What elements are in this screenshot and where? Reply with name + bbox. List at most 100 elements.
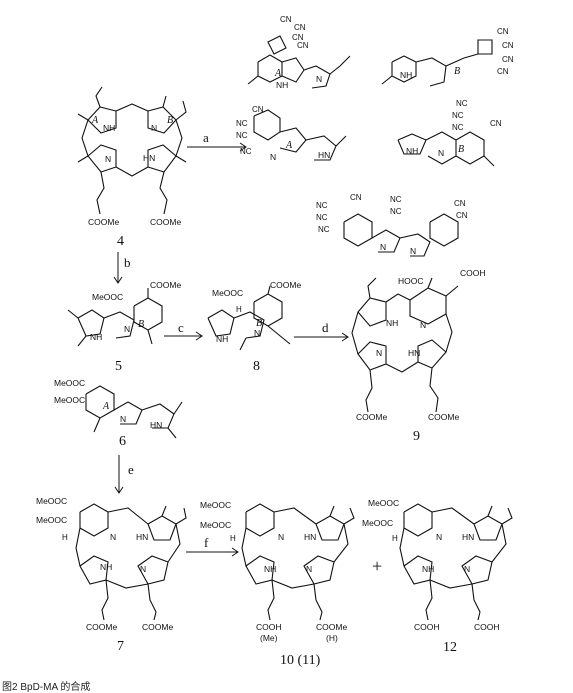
meooc-label: MeOOC xyxy=(200,520,231,530)
ring-label-a: A xyxy=(91,115,99,126)
ring-label-a: A xyxy=(274,68,282,79)
n-label: N xyxy=(120,414,126,424)
hooc-label: HOOC xyxy=(398,276,424,286)
cn-label: CN xyxy=(456,211,468,220)
arrow-step-a xyxy=(187,142,247,152)
n-label: N xyxy=(254,328,260,338)
ring-label-b: B xyxy=(167,115,173,126)
ring-label-b: B xyxy=(458,144,464,155)
compound-number-6: 6 xyxy=(119,434,126,449)
h-label: H xyxy=(230,534,236,543)
nc-label: NC xyxy=(240,147,252,156)
compound-5-structure: MeOOC COOMe B NH N xyxy=(67,280,181,347)
cn-label: CN xyxy=(502,41,514,50)
n-label: N xyxy=(105,154,111,164)
compound-number-9: 7 xyxy=(117,639,124,654)
cn-label: CN xyxy=(292,33,304,42)
cn-label: CN xyxy=(490,119,502,128)
n-label: N xyxy=(380,242,386,252)
coome-label: COOMe xyxy=(316,622,347,632)
coome-label: COOMe xyxy=(88,217,119,227)
nc-label: NC xyxy=(452,123,464,132)
hn-label: HN xyxy=(143,153,155,163)
meooc-label: MeOOC xyxy=(200,500,231,510)
meooc-label: MeOOC xyxy=(54,378,85,388)
cycloadduct-products: CN CN CN CN A NH N CN CN CN CN B NH NC N… xyxy=(236,15,514,257)
meooc-label: MeOOC xyxy=(212,288,243,298)
n-label: N xyxy=(306,564,312,574)
n-label: N xyxy=(270,152,276,162)
meooc-label: MeOOC xyxy=(92,292,123,302)
hn-label: HN xyxy=(136,532,148,542)
cooh-label: COOH xyxy=(256,622,282,632)
ring-label-b: B xyxy=(454,66,460,77)
cn-label: CN xyxy=(502,55,514,64)
meooc-label: MeOOC xyxy=(36,496,67,506)
meooc-label: MeOOC xyxy=(368,498,399,508)
ring-label-b: B xyxy=(138,319,144,330)
h-label: H xyxy=(392,534,398,543)
me-paren-label: (Me) xyxy=(260,633,278,643)
cn-label: CN xyxy=(280,15,292,24)
hn-label: HN xyxy=(408,348,420,358)
coome-label: COOMe xyxy=(356,412,387,422)
arrow-step-e xyxy=(114,455,124,494)
cn-label: CN xyxy=(497,67,509,76)
n-label: N xyxy=(278,532,284,542)
arrow-step-d xyxy=(294,332,349,342)
nh-label: NH xyxy=(100,562,112,572)
compound-10-11-structure: MeOOC MeOOC H N HN NH N COOH COOMe (Me) … xyxy=(200,500,355,643)
compound-7-structure: MeOOC COOMe H B NH N xyxy=(207,280,301,351)
ring-label-b: B xyxy=(256,318,262,329)
coome-label: COOMe xyxy=(150,280,181,290)
nh-label: NH xyxy=(103,123,115,133)
arrow-step-b xyxy=(113,252,123,284)
nh-label: NH xyxy=(386,318,398,328)
nh-label: NH xyxy=(276,80,288,90)
compound-number-10-11: 10 (11) xyxy=(280,653,321,668)
nh-label: NH xyxy=(216,334,228,344)
figure-caption: 图2 BpD-MA 的合成 xyxy=(2,682,91,693)
compound-number-12: 12 xyxy=(443,640,457,655)
step-label-a: a xyxy=(203,130,209,145)
cn-label: CN xyxy=(252,105,264,114)
compound-8-structure: HOOC COOH NH N N HN COOMe COOMe xyxy=(351,268,486,422)
compound-12-structure: MeOOC MeOOC H N HN NH N COOH COOH xyxy=(362,498,513,632)
step-label-c: c xyxy=(178,320,184,335)
n-label: N xyxy=(124,324,130,334)
step-label-e: e xyxy=(128,462,134,477)
cn-label: CN xyxy=(294,23,306,32)
n-label: N xyxy=(151,123,157,133)
compound-number-8: 9 xyxy=(413,429,420,444)
arrow-step-f xyxy=(186,547,239,557)
nc-label: NC xyxy=(452,111,464,120)
nc-label: NC xyxy=(318,225,330,234)
cn-label: CN xyxy=(454,199,466,208)
coome-label: COOMe xyxy=(270,280,301,290)
arrow-step-c xyxy=(164,331,203,341)
step-label-f: f xyxy=(204,535,209,550)
cn-label: CN xyxy=(297,41,309,50)
coome-label: COOMe xyxy=(86,622,117,632)
ring-label-a: A xyxy=(285,140,293,151)
compound-9-structure: MeOOC MeOOC H N HN NH N COOMe COOMe xyxy=(36,496,187,632)
hn-label: HN xyxy=(150,420,162,430)
meooc-label: MeOOC xyxy=(36,515,67,525)
nc-label: NC xyxy=(316,201,328,210)
hn-label: HN xyxy=(304,532,316,542)
compound-6-structure: MeOOC MeOOC A N HN xyxy=(54,378,183,439)
cooh-label: COOH xyxy=(414,622,440,632)
nc-label: NC xyxy=(456,99,468,108)
compound-4-structure: A B NH N N HN COOMe COOMe xyxy=(77,86,187,227)
n-label: N xyxy=(464,564,470,574)
nh-label: NH xyxy=(264,564,276,574)
h-label: H xyxy=(62,533,68,542)
nc-label: NC xyxy=(236,119,248,128)
compound-number-7: 8 xyxy=(253,359,260,374)
cn-label: CN xyxy=(350,193,362,202)
n-label: N xyxy=(438,148,444,158)
hn-label: HN xyxy=(462,532,474,542)
meooc-label: MeOOC xyxy=(362,518,393,528)
cooh-label: COOH xyxy=(460,268,486,278)
